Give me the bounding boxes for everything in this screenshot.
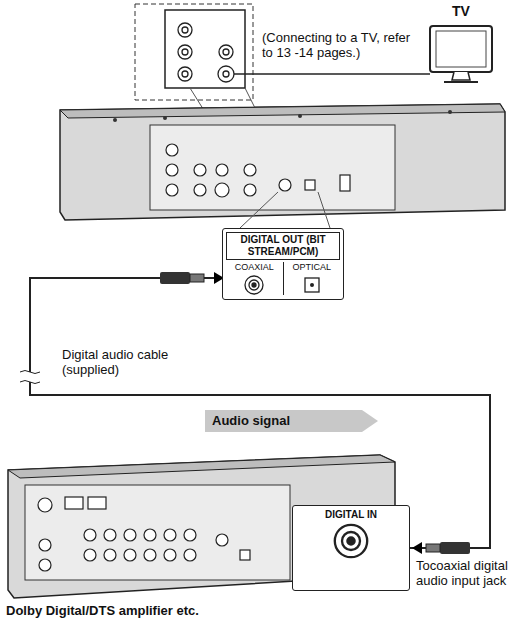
leader-line bbox=[318, 192, 330, 228]
dashed-inset bbox=[135, 4, 253, 100]
player-top bbox=[60, 104, 505, 118]
jack-name: OPTICAL bbox=[284, 262, 341, 273]
coaxial-jack bbox=[331, 523, 371, 559]
rear-jacks bbox=[166, 144, 350, 197]
video-panel bbox=[165, 10, 245, 88]
jack-name: COAXIAL bbox=[226, 262, 283, 273]
jack-cell: OPTICAL bbox=[283, 262, 341, 295]
screws bbox=[113, 110, 452, 122]
annotation: Audio signal bbox=[212, 413, 357, 428]
amplifier-top bbox=[8, 455, 395, 478]
player-body bbox=[60, 104, 505, 220]
jack-inset: DIGITAL IN bbox=[292, 505, 410, 591]
tv-icon bbox=[418, 20, 504, 90]
panel-heading: DIGITAL IN bbox=[296, 509, 406, 521]
leader-line bbox=[240, 192, 278, 228]
jack-inset: DIGITAL OUT (BIT STREAM/PCM)COAXIALOPTIC… bbox=[222, 228, 344, 300]
amplifier-panel bbox=[25, 485, 290, 580]
jack-cell: COAXIAL bbox=[226, 262, 283, 295]
amplifier-jacks bbox=[38, 497, 250, 571]
coaxial-plug bbox=[412, 542, 470, 554]
panel-heading: DIGITAL OUT (BIT STREAM/PCM) bbox=[226, 232, 340, 260]
coaxial-plug bbox=[160, 272, 224, 284]
tv-cable bbox=[234, 73, 430, 75]
optical-jack bbox=[301, 275, 323, 295]
jack-row: COAXIALOPTICAL bbox=[226, 262, 340, 295]
tv-node: TV bbox=[418, 2, 504, 94]
signal-banner bbox=[205, 410, 378, 432]
annotation: Digital audio cable (supplied) bbox=[62, 347, 222, 377]
device-name: TV bbox=[418, 2, 504, 20]
annotation: (Connecting to a TV, refer to 13 -14 pag… bbox=[262, 30, 414, 60]
annotation: Dolby Digital/DTS amplifier etc. bbox=[6, 603, 326, 618]
annotation: Tocoaxial digital audio input jack bbox=[416, 558, 514, 588]
coaxial-jack bbox=[243, 275, 265, 295]
break-mark bbox=[20, 371, 40, 384]
video-jacks bbox=[178, 23, 234, 82]
